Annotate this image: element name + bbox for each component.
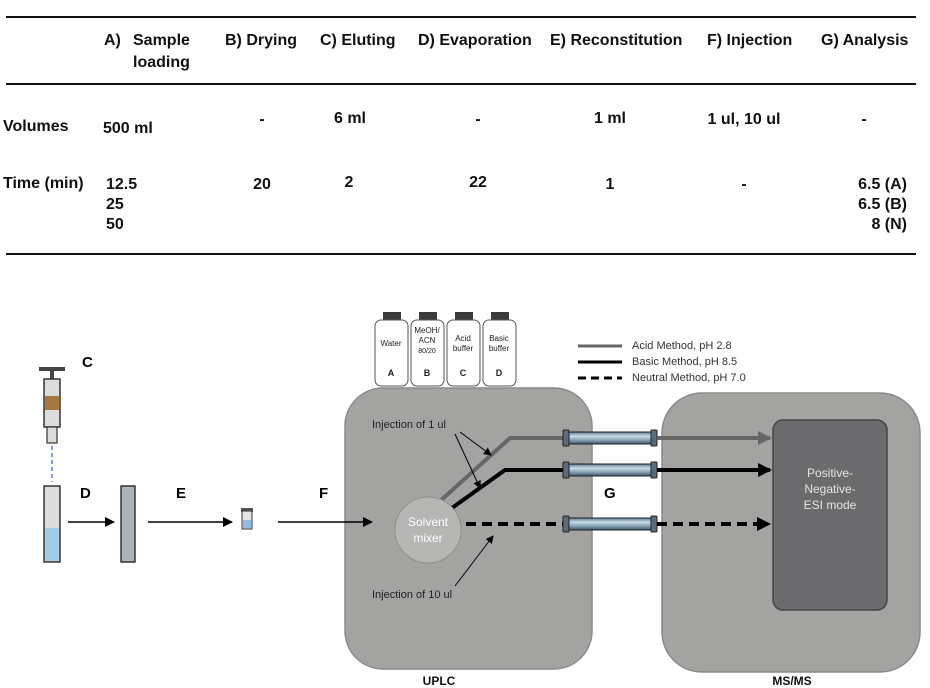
time-value: 25 (106, 196, 124, 213)
svg-text:Basic: Basic (489, 334, 509, 343)
row-label-volumes: Volumes (3, 118, 69, 135)
header-analysis: G) Analysis (821, 32, 909, 49)
cell-time-reconstitution: 1 (605, 176, 615, 193)
solvent-mixer (394, 496, 462, 564)
legend-neutral-label: Neutral Method, pH 7.0 (632, 372, 746, 384)
cell-time-eluting: 2 (344, 174, 354, 191)
step-label-e: E (176, 485, 186, 502)
svg-text:80/20: 80/20 (418, 348, 436, 355)
time-value: 50 (106, 216, 124, 233)
column-acid (562, 429, 658, 447)
cell-volume-evaporation: - (475, 111, 481, 128)
header-evaporation: D) Evaporation (418, 32, 532, 49)
step-label-d: D (80, 485, 91, 502)
msms-label: MS/MS (772, 674, 811, 688)
cell-time-analysis: 6.5 (A) 6.5 (B) 8 (N) (845, 175, 907, 235)
header-sample-loading-label: Sample loading (133, 32, 190, 71)
header-drying: B) Drying (225, 32, 297, 49)
esi-mode-box (772, 419, 888, 611)
mixer-line-1: Solvent (408, 515, 449, 529)
svg-text:Acid: Acid (455, 334, 471, 343)
table-header-rule (6, 83, 916, 85)
cell-time-drying: 20 (253, 176, 271, 193)
legend-basic-label: Basic Method, pH 8.5 (632, 356, 737, 368)
row-label-time: Time (min) (3, 175, 84, 192)
vial (241, 508, 253, 530)
bottle-water: Water A (374, 312, 409, 387)
header-injection: F) Injection (707, 32, 793, 49)
dried-tube (120, 485, 136, 563)
cell-time-injection: - (741, 176, 747, 193)
injection-10ul-label: Injection of 10 ul (372, 589, 452, 601)
column-basic (562, 461, 658, 479)
time-value: 6.5 (A) (858, 176, 907, 193)
svg-text:D: D (496, 368, 503, 378)
esi-line-1: Positive- (807, 466, 853, 480)
time-value: 6.5 (B) (858, 196, 907, 213)
collection-tube (43, 485, 61, 563)
injection-1ul-label: Injection of 1 ul (372, 419, 446, 431)
injection-1ul-pointer-basic (454, 433, 481, 489)
cell-volume-drying: - (259, 111, 265, 128)
step-label-f: F (319, 485, 328, 502)
legend-acid-label: Acid Method, pH 2.8 (632, 340, 732, 352)
header-reconstitution: E) Reconstitution (550, 32, 683, 49)
injection-10ul-pointer (454, 535, 494, 587)
cell-volume-analysis: - (861, 111, 867, 128)
esi-line-3: ESI mode (804, 498, 857, 512)
header-letter: A) (104, 32, 121, 49)
time-value: 8 (N) (871, 216, 907, 233)
bottle-basic-buffer: Basic buffer D (482, 312, 517, 387)
syringe-cartridge (39, 367, 65, 482)
svg-text:ACN: ACN (419, 336, 436, 345)
cell-volume-reconstitution: 1 ml (593, 110, 626, 127)
acid-flow-line (426, 436, 568, 514)
cell-time-sample-loading: 12.5 25 50 (106, 175, 137, 235)
cell-volume-injection: 1 ul, 10 ul (707, 111, 781, 128)
svg-text:buffer: buffer (489, 344, 510, 353)
uplc-label: UPLC (423, 674, 456, 688)
neutral-arrowhead (757, 517, 771, 531)
step-label-g: G (604, 485, 616, 502)
header-sample-loading: A) (104, 30, 121, 52)
svg-text:C: C (460, 368, 467, 378)
cell-time-evaporation: 22 (469, 174, 487, 191)
table-bottom-rule (6, 253, 916, 255)
step-label-c: C (82, 354, 93, 371)
bottle-acid-buffer: Acid buffer C (446, 312, 481, 387)
svg-text:Water: Water (380, 339, 401, 348)
table-top-rule (6, 16, 916, 18)
cell-volume-sample-loading: 500 ml (103, 120, 153, 137)
svg-text:MeOH/: MeOH/ (414, 326, 440, 335)
svg-text:A: A (388, 368, 395, 378)
svg-text:buffer: buffer (453, 344, 474, 353)
column-neutral (562, 515, 658, 533)
basic-flow-line (436, 468, 568, 520)
time-value: 12.5 (106, 176, 138, 193)
legend: Acid Method, pH 2.8 Basic Method, pH 8.5… (578, 340, 746, 384)
esi-line-2: Negative- (804, 482, 855, 496)
svg-text:B: B (424, 368, 431, 378)
header-eluting: C) Eluting (320, 32, 396, 49)
mixer-line-2: mixer (413, 531, 442, 545)
cell-volume-eluting: 6 ml (333, 110, 366, 127)
bottle-meoh-acn: MeOH/ ACN 80/20 B (410, 312, 445, 387)
injection-1ul-pointer-acid (459, 431, 492, 456)
